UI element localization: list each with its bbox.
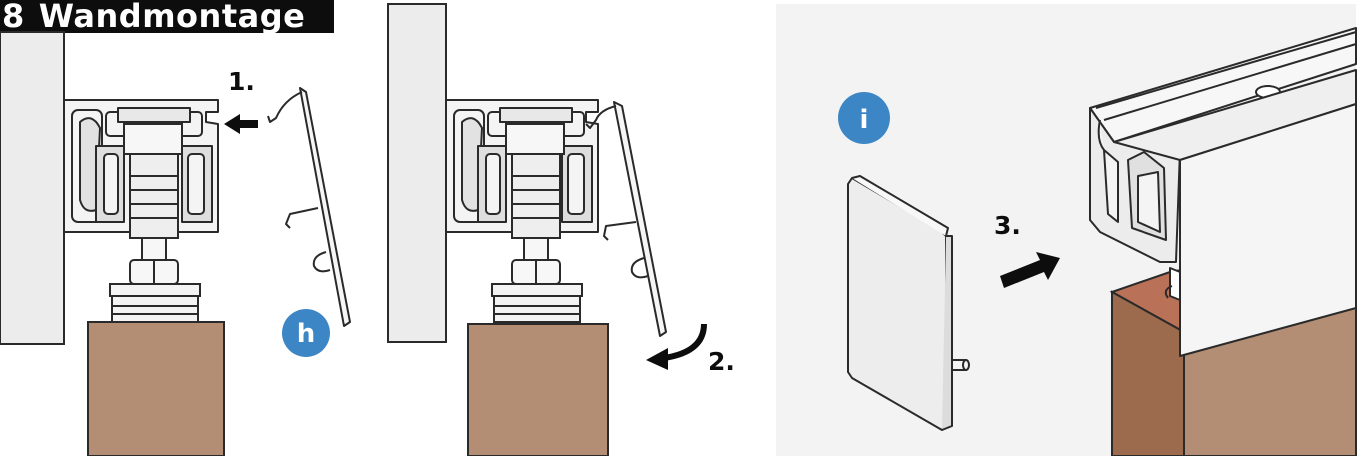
door-clamp-1 — [109, 283, 201, 323]
step-1-label: 1. — [228, 67, 255, 96]
wall-2 — [387, 3, 447, 343]
step-3-label: 3. — [994, 211, 1021, 240]
panel-2: 2. — [387, 3, 735, 456]
badge-h — [282, 309, 330, 357]
door-clamp-2 — [491, 283, 583, 323]
door-block-1 — [87, 321, 225, 456]
roller-2 — [505, 123, 565, 285]
section-number: 8 — [2, 0, 25, 33]
arrow-step-2 — [663, 323, 707, 361]
badge-h-letter: h — [297, 319, 316, 349]
wall-1 — [0, 31, 65, 345]
section-title: 8 Wandmontage — [0, 0, 334, 33]
step-2-label: 2. — [708, 347, 735, 376]
arrow-step-3 — [1000, 252, 1060, 288]
arrow-step-1 — [224, 114, 258, 134]
section-title-text: Wandmontage — [38, 0, 306, 33]
end-cap — [847, 175, 970, 431]
badge-i-letter: i — [860, 105, 869, 135]
door-block-2 — [467, 323, 609, 456]
badge-i — [838, 92, 890, 144]
roller-1 — [123, 123, 183, 285]
cover-strip-2 — [585, 101, 667, 337]
arrow-step-2-head — [646, 348, 668, 370]
track-profile-3 — [1089, 27, 1357, 357]
panel-1: 1. h — [0, 31, 351, 456]
cover-strip-1 — [267, 87, 351, 327]
panel-3: i 3. — [776, 4, 1357, 456]
